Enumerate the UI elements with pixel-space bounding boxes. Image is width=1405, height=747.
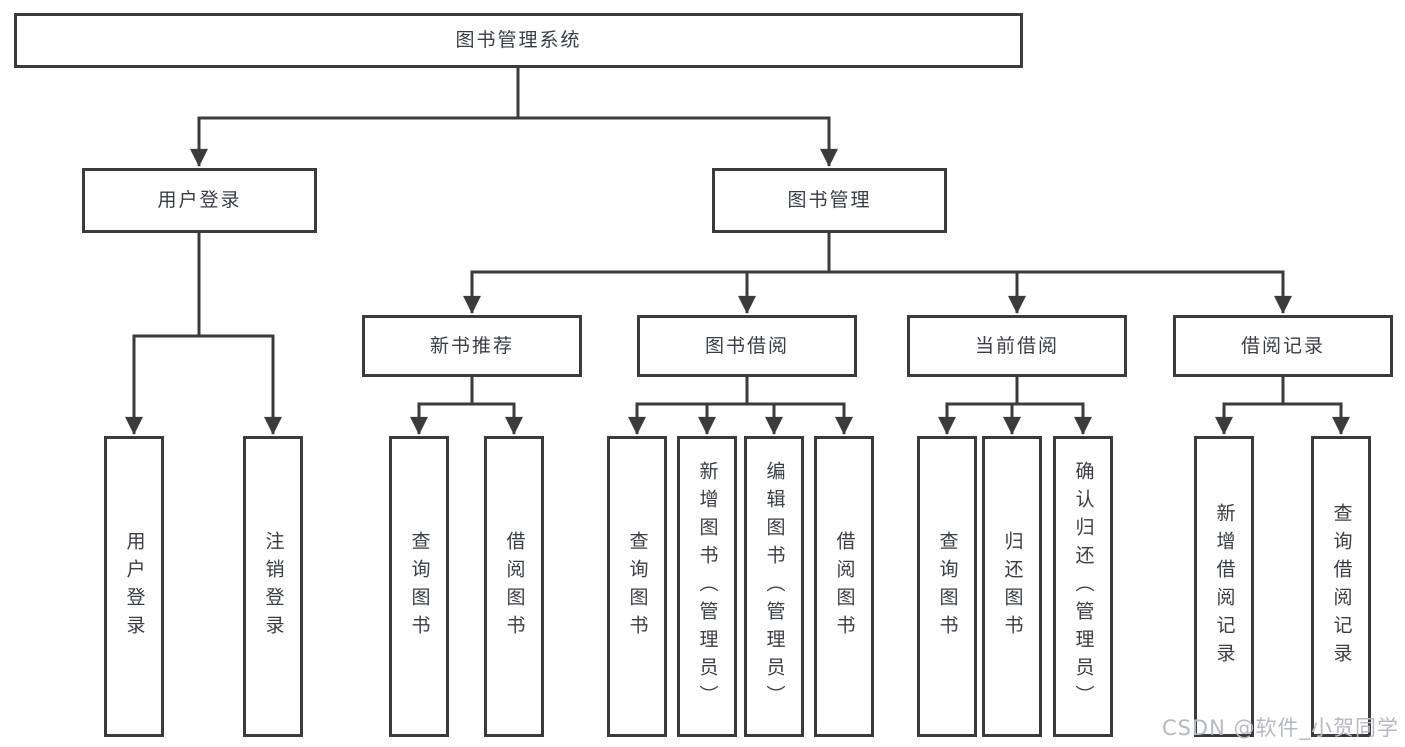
leaf-add-book-admin: 新增图书（管理员）	[677, 436, 737, 737]
node-label: 图书管理	[787, 189, 872, 211]
leaf-borrow-books-recommend: 借阅图书	[484, 436, 544, 737]
leaf-user-login: 用户登录	[104, 436, 164, 737]
watermark: CSDN @软件_小贺同学	[1161, 716, 1399, 740]
node-label: 借阅记录	[1240, 334, 1325, 357]
leaf-borrow-books-borrowing: 借阅图书	[814, 436, 874, 737]
node-label: 编辑图书（管理员）	[763, 460, 786, 713]
node-label: 新增借阅记录	[1213, 502, 1236, 671]
connector-arrows	[125, 118, 1350, 435]
node-label: 确认归还（管理员）	[1072, 460, 1095, 713]
leaf-logout: 注销登录	[243, 436, 303, 737]
node-label: 新增图书（管理员）	[696, 460, 719, 713]
leaf-query-books-recommend: 查询图书	[389, 436, 449, 737]
node-label: 新书推荐	[429, 334, 514, 357]
node-label: 注销登录	[262, 530, 285, 643]
node-label: 图书管理系统	[455, 29, 582, 51]
node-book-management: 图书管理	[712, 168, 947, 233]
leaf-add-borrow-record: 新增借阅记录	[1194, 436, 1254, 737]
connector-buses	[132, 66, 1343, 406]
leaf-return-books: 归还图书	[982, 436, 1042, 737]
leaf-query-books-borrowing: 查询图书	[607, 436, 667, 737]
leaf-confirm-return-admin: 确认归还（管理员）	[1053, 436, 1113, 737]
leaf-query-borrow-record: 查询借阅记录	[1311, 436, 1371, 737]
node-label: 查询图书	[626, 530, 649, 643]
node-library-system: 图书管理系统	[14, 13, 1023, 68]
node-user-login: 用户登录	[82, 168, 317, 233]
node-book-borrowing: 图书借阅	[637, 315, 857, 377]
node-label: 查询图书	[408, 530, 431, 643]
leaf-edit-book-admin: 编辑图书（管理员）	[744, 436, 804, 737]
node-label: 用户登录	[157, 189, 242, 211]
node-label: 查询借阅记录	[1330, 502, 1353, 671]
node-current-borrowing: 当前借阅	[907, 315, 1127, 377]
node-new-book-recommend: 新书推荐	[362, 315, 582, 377]
node-label: 用户登录	[123, 530, 146, 643]
node-label: 借阅图书	[833, 530, 856, 643]
node-label: 查询图书	[936, 530, 959, 643]
node-label: 图书借阅	[704, 334, 789, 357]
leaf-query-books-current: 查询图书	[917, 436, 977, 737]
node-label: 归还图书	[1001, 530, 1024, 643]
node-borrowing-records: 借阅记录	[1173, 315, 1393, 377]
node-label: 当前借阅	[974, 334, 1059, 357]
node-label: 借阅图书	[503, 530, 526, 643]
